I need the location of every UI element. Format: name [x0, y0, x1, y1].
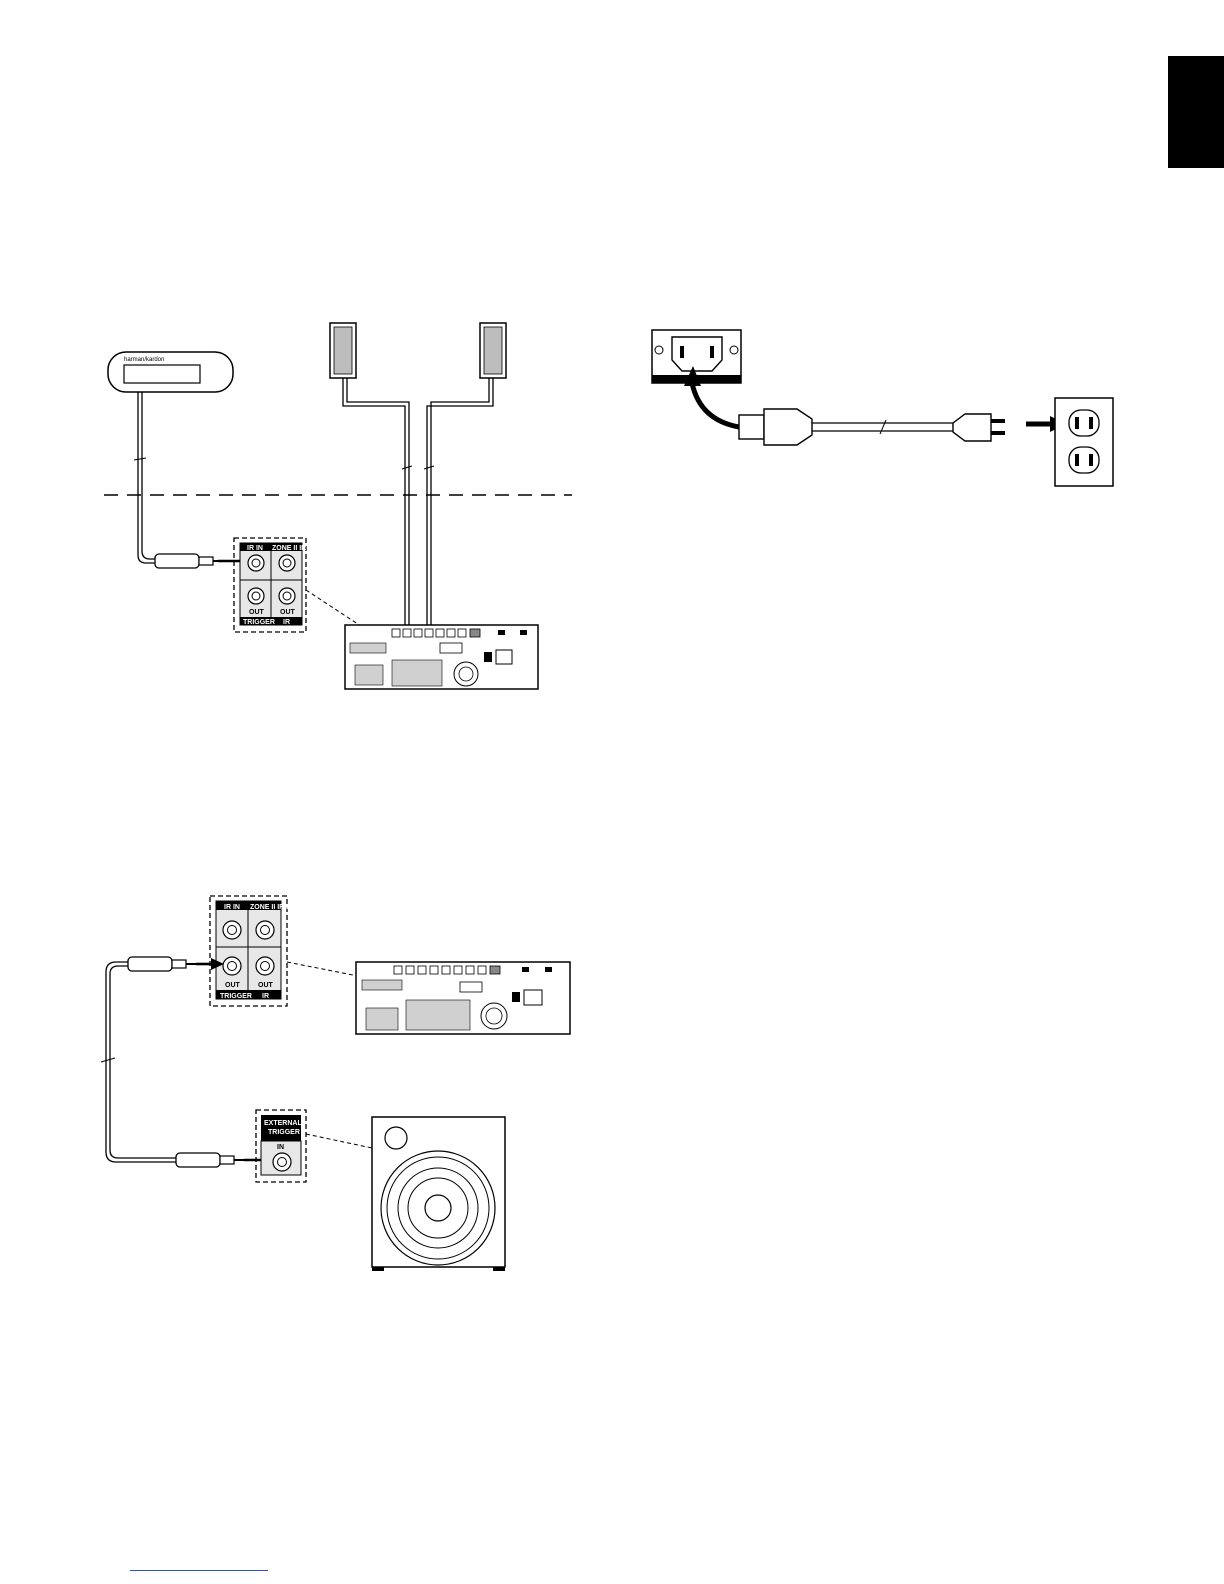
trigger-ir-in-label: IR IN	[224, 904, 240, 911]
ir-in-label: IR IN	[247, 545, 263, 552]
sub-panel-in-label: IN	[277, 1144, 284, 1151]
power-arrow	[692, 383, 739, 427]
ir-jack-panel-detail: IR IN ZONE II IR IN OUT OUT TRIGGER IR	[234, 538, 315, 632]
trigger-panel-out-left: OUT	[225, 982, 241, 989]
zone-speaker-right	[480, 323, 506, 378]
iec-plug	[739, 409, 812, 445]
trigger-cable	[106, 962, 176, 1162]
trigger-plug-bottom	[176, 1153, 244, 1167]
trigger-panel-trigger-label: TRIGGER	[220, 993, 252, 1000]
ir-sensor-unit: harman/kardon	[108, 352, 233, 392]
zone-ir-in-label: ZONE II IR IN	[272, 545, 315, 552]
figure-ir-connection: harman/kardon	[104, 323, 572, 689]
ir-sensor-plug	[155, 554, 222, 568]
sub-panel-title-2: TRIGGER	[268, 1129, 300, 1136]
sub-trigger-panel-detail: EXTERNAL TRIGGER IN	[256, 1110, 306, 1182]
figure-trigger-connection: IR IN ZONE II IR IN OUT OUT TRIGGER IR	[101, 896, 570, 1271]
sub-detail-leader	[306, 1134, 372, 1148]
speaker-wire-right	[427, 378, 493, 640]
wall-plug	[953, 414, 1005, 441]
trigger-zone-ir-in-label: ZONE II IR IN	[250, 904, 293, 911]
trigger-label: TRIGGER	[243, 619, 275, 626]
ir-sensor-cable	[138, 392, 155, 563]
trigger-jack-panel-detail: IR IN ZONE II IR IN OUT OUT TRIGGER IR	[210, 896, 293, 1006]
trigger-receiver-rear-panel	[356, 962, 570, 1034]
trigger-detail-leader	[287, 962, 358, 976]
sensor-brand-label: harman/kardon	[124, 357, 164, 363]
footer-link-underline[interactable]	[130, 1570, 268, 1571]
subwoofer	[372, 1117, 505, 1271]
sub-panel-title-1: EXTERNAL	[264, 1120, 302, 1127]
zone-speaker-left	[330, 323, 356, 378]
trigger-panel-ir-label: IR	[262, 993, 269, 1000]
trigger-plug-top	[128, 957, 196, 971]
speaker-wire-left	[343, 378, 409, 640]
trigger-out-label: OUT	[249, 609, 265, 616]
wall-outlet	[1055, 398, 1113, 486]
ir-out-label: OUT	[280, 609, 296, 616]
ir-label: IR	[283, 619, 290, 626]
receiver-rear-panel	[345, 625, 538, 689]
figure-power-connection	[652, 330, 1113, 486]
trigger-panel-out-right: OUT	[258, 982, 274, 989]
